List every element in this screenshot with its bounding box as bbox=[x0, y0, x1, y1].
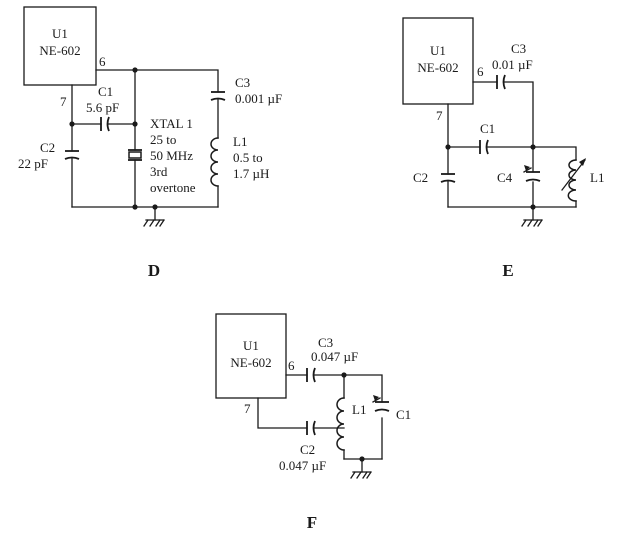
f-c1-variable-capacitor bbox=[372, 395, 390, 412]
f-u1-ic-box bbox=[215, 313, 287, 399]
d-u1-ic-box bbox=[23, 6, 97, 86]
d-u1-label: U1 bbox=[52, 26, 68, 41]
f-c3-capacitor bbox=[306, 367, 316, 383]
e-u1-ic-box bbox=[402, 17, 474, 105]
d-l1-value: 1.7 µH bbox=[233, 166, 269, 181]
f-pin7-label: 7 bbox=[244, 401, 251, 416]
e-c4-label: C4 bbox=[497, 170, 513, 185]
e-caption: E bbox=[502, 261, 513, 280]
e-junction bbox=[445, 144, 451, 150]
d-pin7-label: 7 bbox=[60, 94, 67, 109]
f-u1-label: U1 bbox=[243, 338, 259, 353]
f-c2-label: C2 bbox=[300, 442, 315, 457]
circuit-e: U1 NE-602 bbox=[402, 17, 604, 280]
d-xtal-spec: 3rd bbox=[150, 164, 168, 179]
circuit-d: U1 NE-602 bbox=[18, 6, 282, 280]
e-c1-label: C1 bbox=[480, 121, 495, 136]
f-c1-label: C1 bbox=[396, 407, 411, 422]
e-c1-capacitor bbox=[479, 139, 489, 155]
f-wires bbox=[257, 374, 383, 473]
f-ground-symbol bbox=[350, 471, 372, 479]
d-c1-value: 5.6 pF bbox=[86, 100, 119, 115]
d-xtal-spec: overtone bbox=[150, 180, 196, 195]
e-pin6-label: 6 bbox=[477, 64, 484, 79]
d-xtal-spec: 50 MHz bbox=[150, 148, 193, 163]
e-c2-label: C2 bbox=[413, 170, 428, 185]
f-c3-label: C3 bbox=[318, 335, 333, 350]
d-ground-symbol bbox=[143, 219, 165, 227]
f-l1-label: L1 bbox=[352, 402, 366, 417]
f-pin6-label: 6 bbox=[288, 358, 295, 373]
d-xtal-spec: 25 to bbox=[150, 132, 176, 147]
d-wires bbox=[71, 69, 219, 221]
d-c1-label: C1 bbox=[98, 84, 113, 99]
d-l1-label: L1 bbox=[233, 134, 247, 149]
d-junction bbox=[152, 204, 158, 210]
d-c3-label: C3 bbox=[235, 75, 250, 90]
d-c1-capacitor bbox=[100, 116, 110, 132]
d-xtal-label: XTAL 1 bbox=[150, 116, 193, 131]
d-l1-value: 0.5 to bbox=[233, 150, 263, 165]
d-c3-value: 0.001 µF bbox=[235, 91, 282, 106]
f-u1-part-label: NE-602 bbox=[230, 355, 271, 370]
d-c2-value: 22 pF bbox=[18, 156, 48, 171]
e-pin7-label: 7 bbox=[436, 108, 443, 123]
d-c2-capacitor bbox=[64, 150, 80, 160]
d-caption: D bbox=[148, 261, 160, 280]
d-junction bbox=[132, 67, 138, 73]
e-c3-label: C3 bbox=[511, 41, 526, 56]
f-junction bbox=[359, 456, 365, 462]
e-l1-label: L1 bbox=[590, 170, 604, 185]
d-c2-label: C2 bbox=[40, 140, 55, 155]
e-c4-variable-capacitor bbox=[523, 165, 541, 182]
e-u1-part-label: NE-602 bbox=[417, 60, 458, 75]
d-junction bbox=[132, 204, 138, 210]
e-c3-capacitor bbox=[496, 74, 506, 90]
d-u1-part-label: NE-602 bbox=[39, 43, 80, 58]
d-l1-inductor bbox=[210, 137, 219, 187]
f-c2-capacitor bbox=[306, 420, 316, 436]
d-c3-capacitor bbox=[210, 91, 226, 101]
f-l1-inductor bbox=[336, 397, 345, 451]
e-junction bbox=[530, 204, 536, 210]
d-junction bbox=[132, 121, 138, 127]
e-c3-value: 0.01 µF bbox=[492, 57, 533, 72]
d-xtal-crystal bbox=[128, 149, 142, 161]
f-caption: F bbox=[307, 513, 317, 532]
e-u1-label: U1 bbox=[430, 43, 446, 58]
d-pin6-label: 6 bbox=[99, 54, 106, 69]
f-junction bbox=[341, 372, 347, 378]
e-wires bbox=[447, 81, 577, 221]
f-c3-value: 0.047 µF bbox=[311, 349, 358, 364]
e-junction bbox=[530, 144, 536, 150]
e-ground-symbol bbox=[521, 219, 543, 227]
e-c2-capacitor bbox=[440, 173, 456, 183]
e-l1-adjustable-inductor bbox=[561, 158, 586, 202]
f-c2-value: 0.047 µF bbox=[279, 458, 326, 473]
d-junction bbox=[69, 121, 75, 127]
circuit-f: U1 NE-602 6 7 C3 bbox=[215, 313, 411, 532]
